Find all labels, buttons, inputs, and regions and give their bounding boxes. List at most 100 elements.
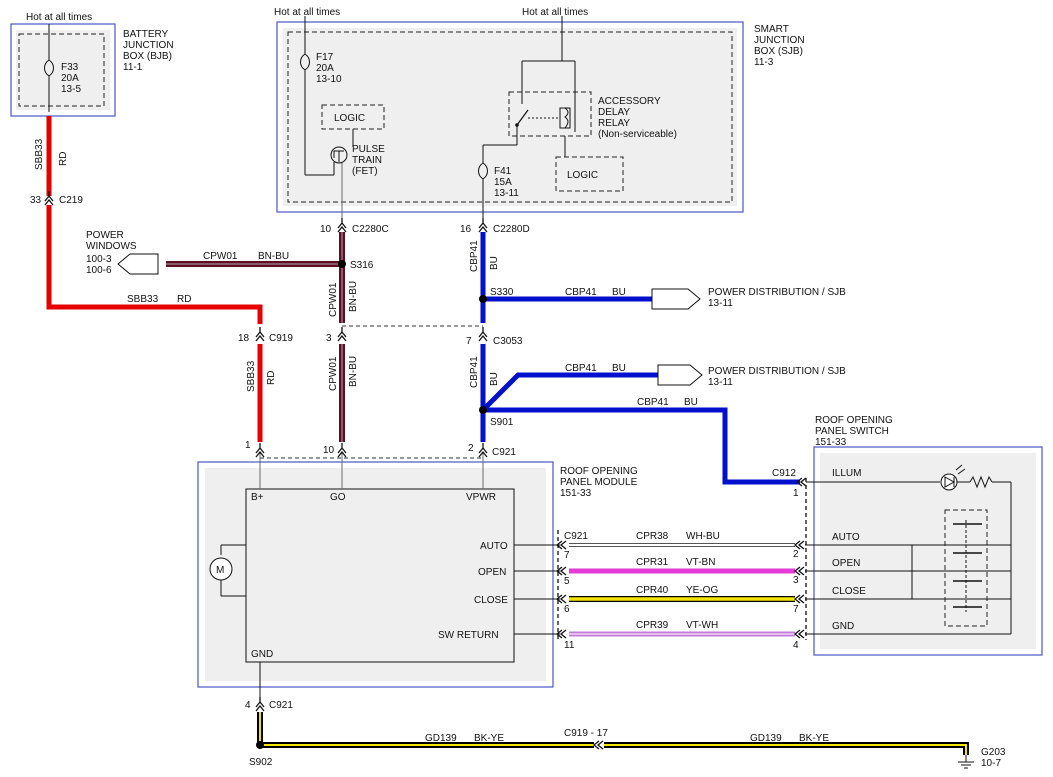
vtwh-label: VT-WH bbox=[686, 620, 718, 631]
bu-vertical-2: BU bbox=[489, 372, 500, 386]
motor-label: M bbox=[216, 565, 224, 576]
pin-3: 3 bbox=[326, 333, 332, 344]
switch-pin3-connector bbox=[794, 566, 805, 576]
f41-label: F41 bbox=[494, 166, 512, 177]
c919-17-connector bbox=[593, 740, 604, 750]
hot-label-sjb2: Hot at all times bbox=[522, 7, 588, 18]
gnd-label-module: GND bbox=[251, 649, 273, 660]
fuse-f41 bbox=[478, 162, 488, 220]
s330-label: S330 bbox=[490, 287, 514, 298]
c919-pin3-connector bbox=[337, 326, 347, 342]
c921-label-side: C921 bbox=[564, 531, 588, 542]
labels: Hot at all times BATTERY JUNCTION BOX (B… bbox=[26, 7, 1006, 769]
cpr39-label: CPR39 bbox=[636, 620, 669, 631]
power-distribution-1b: 13-11 bbox=[708, 298, 733, 309]
bkye-label-1: BK-YE bbox=[474, 733, 504, 744]
power-windows-2: WINDOWS bbox=[86, 241, 137, 252]
f33-label: F33 bbox=[61, 62, 79, 73]
f17-ref: 13-10 bbox=[316, 74, 342, 85]
yeog-label: YE-OG bbox=[686, 585, 718, 596]
logic-box-sjb-right bbox=[555, 156, 624, 192]
fuse-f17 bbox=[300, 16, 335, 176]
open-label-module: OPEN bbox=[478, 567, 506, 578]
logic-label-1: LOGIC bbox=[334, 113, 365, 124]
rop-module-title-2: PANEL MODULE bbox=[560, 477, 638, 488]
c919-connector bbox=[255, 326, 265, 342]
pin-6-left: 6 bbox=[564, 604, 570, 615]
pulse-train-fet-icon bbox=[330, 146, 348, 164]
wire-cpw01-brown bbox=[166, 232, 345, 442]
power-windows-3: 100-3 bbox=[86, 254, 112, 265]
pin-2-right: 2 bbox=[793, 549, 799, 560]
power-distribution-2: POWER DISTRIBUTION / SJB bbox=[708, 366, 846, 377]
pin-10-c921: 10 bbox=[323, 445, 335, 456]
c219-label: C219 bbox=[59, 195, 83, 206]
switch-pin4-connector bbox=[794, 629, 805, 639]
c2280d-connector bbox=[478, 217, 488, 233]
power-windows-arrow bbox=[117, 253, 159, 275]
relay-label-4: (Non-serviceable) bbox=[598, 129, 677, 140]
c919-17-label: C919 - 17 bbox=[564, 728, 608, 739]
f33-ref: 13-5 bbox=[61, 84, 81, 95]
pin-4-c921: 4 bbox=[245, 700, 251, 711]
pin-33: 33 bbox=[30, 195, 42, 206]
cpw01-h: CPW01 bbox=[203, 251, 238, 262]
c219-connector bbox=[44, 190, 54, 206]
c921-label-top: C921 bbox=[492, 447, 516, 458]
gnd-label-switch: GND bbox=[832, 621, 854, 632]
go-label: GO bbox=[330, 492, 346, 503]
rop-module-title-1: ROOF OPENING bbox=[560, 466, 638, 477]
power-distribution-2b: 13-11 bbox=[708, 377, 733, 388]
switch-pin2-connector bbox=[794, 540, 805, 550]
gd139-label-2: GD139 bbox=[750, 733, 782, 744]
auto-label-module: AUTO bbox=[480, 541, 508, 552]
power-distribution-arrow-1 bbox=[651, 288, 701, 310]
c912-label: C912 bbox=[772, 468, 796, 479]
c919-label: C919 bbox=[269, 333, 293, 344]
cpr38-label: CPR38 bbox=[636, 531, 669, 542]
relay-label-3: RELAY bbox=[598, 118, 630, 129]
sjb-title-2: JUNCTION bbox=[754, 35, 805, 46]
c921-pin4-connector bbox=[255, 696, 265, 712]
rop-switch-title-3: 151-33 bbox=[815, 437, 847, 448]
bjb-title-2: JUNCTION bbox=[123, 40, 174, 51]
c2280c-label: C2280C bbox=[352, 224, 389, 235]
pin-1-c912: 1 bbox=[793, 488, 799, 499]
logic-label-2: LOGIC bbox=[567, 170, 598, 181]
gd139-label-1: GD139 bbox=[425, 733, 457, 744]
relay-label-2: DELAY bbox=[598, 107, 630, 118]
rd-vertical-2: RD bbox=[266, 371, 277, 385]
roof-opening-panel-switch-box bbox=[813, 446, 1043, 656]
f17-amp: 20A bbox=[316, 63, 334, 74]
bu-h3: BU bbox=[684, 397, 698, 408]
cbp41-h2: CBP41 bbox=[565, 363, 597, 374]
sbb33-vertical-2: SBB33 bbox=[246, 360, 257, 392]
switch-contacts-icon bbox=[911, 509, 988, 627]
relay-label-1: ACCESSORY bbox=[598, 96, 661, 107]
sjb-title-4: 11-3 bbox=[754, 57, 774, 68]
cpw01-vertical-1: CPW01 bbox=[328, 282, 339, 317]
power-windows-4: 100-6 bbox=[86, 265, 112, 276]
smart-junction-box bbox=[276, 21, 744, 213]
vtbn-label: VT-BN bbox=[686, 557, 715, 568]
wire-stub-grays bbox=[259, 452, 484, 489]
switch-pin7-connector bbox=[794, 594, 805, 604]
switch-illum-lamp-icon bbox=[806, 464, 1012, 634]
close-label-switch: CLOSE bbox=[832, 586, 866, 597]
cbp41-h1: CBP41 bbox=[565, 287, 597, 298]
pin-7-left: 7 bbox=[564, 550, 570, 561]
bu-vertical-1: BU bbox=[489, 256, 500, 270]
bnbu-vertical-1: BN-BU bbox=[348, 281, 359, 312]
bu-h1: BU bbox=[612, 287, 626, 298]
pin-7-right: 7 bbox=[793, 604, 799, 615]
battery-junction-box bbox=[10, 23, 116, 117]
motor-icon bbox=[209, 544, 246, 597]
close-label-module: CLOSE bbox=[474, 595, 508, 606]
bu-h2: BU bbox=[612, 363, 626, 374]
wire-sbb33-red bbox=[46, 116, 263, 442]
pin-2-c921: 2 bbox=[468, 443, 474, 454]
auto-label-switch: AUTO bbox=[832, 532, 860, 543]
pin-5-left: 5 bbox=[564, 576, 570, 587]
f33-amp: 20A bbox=[61, 73, 79, 84]
